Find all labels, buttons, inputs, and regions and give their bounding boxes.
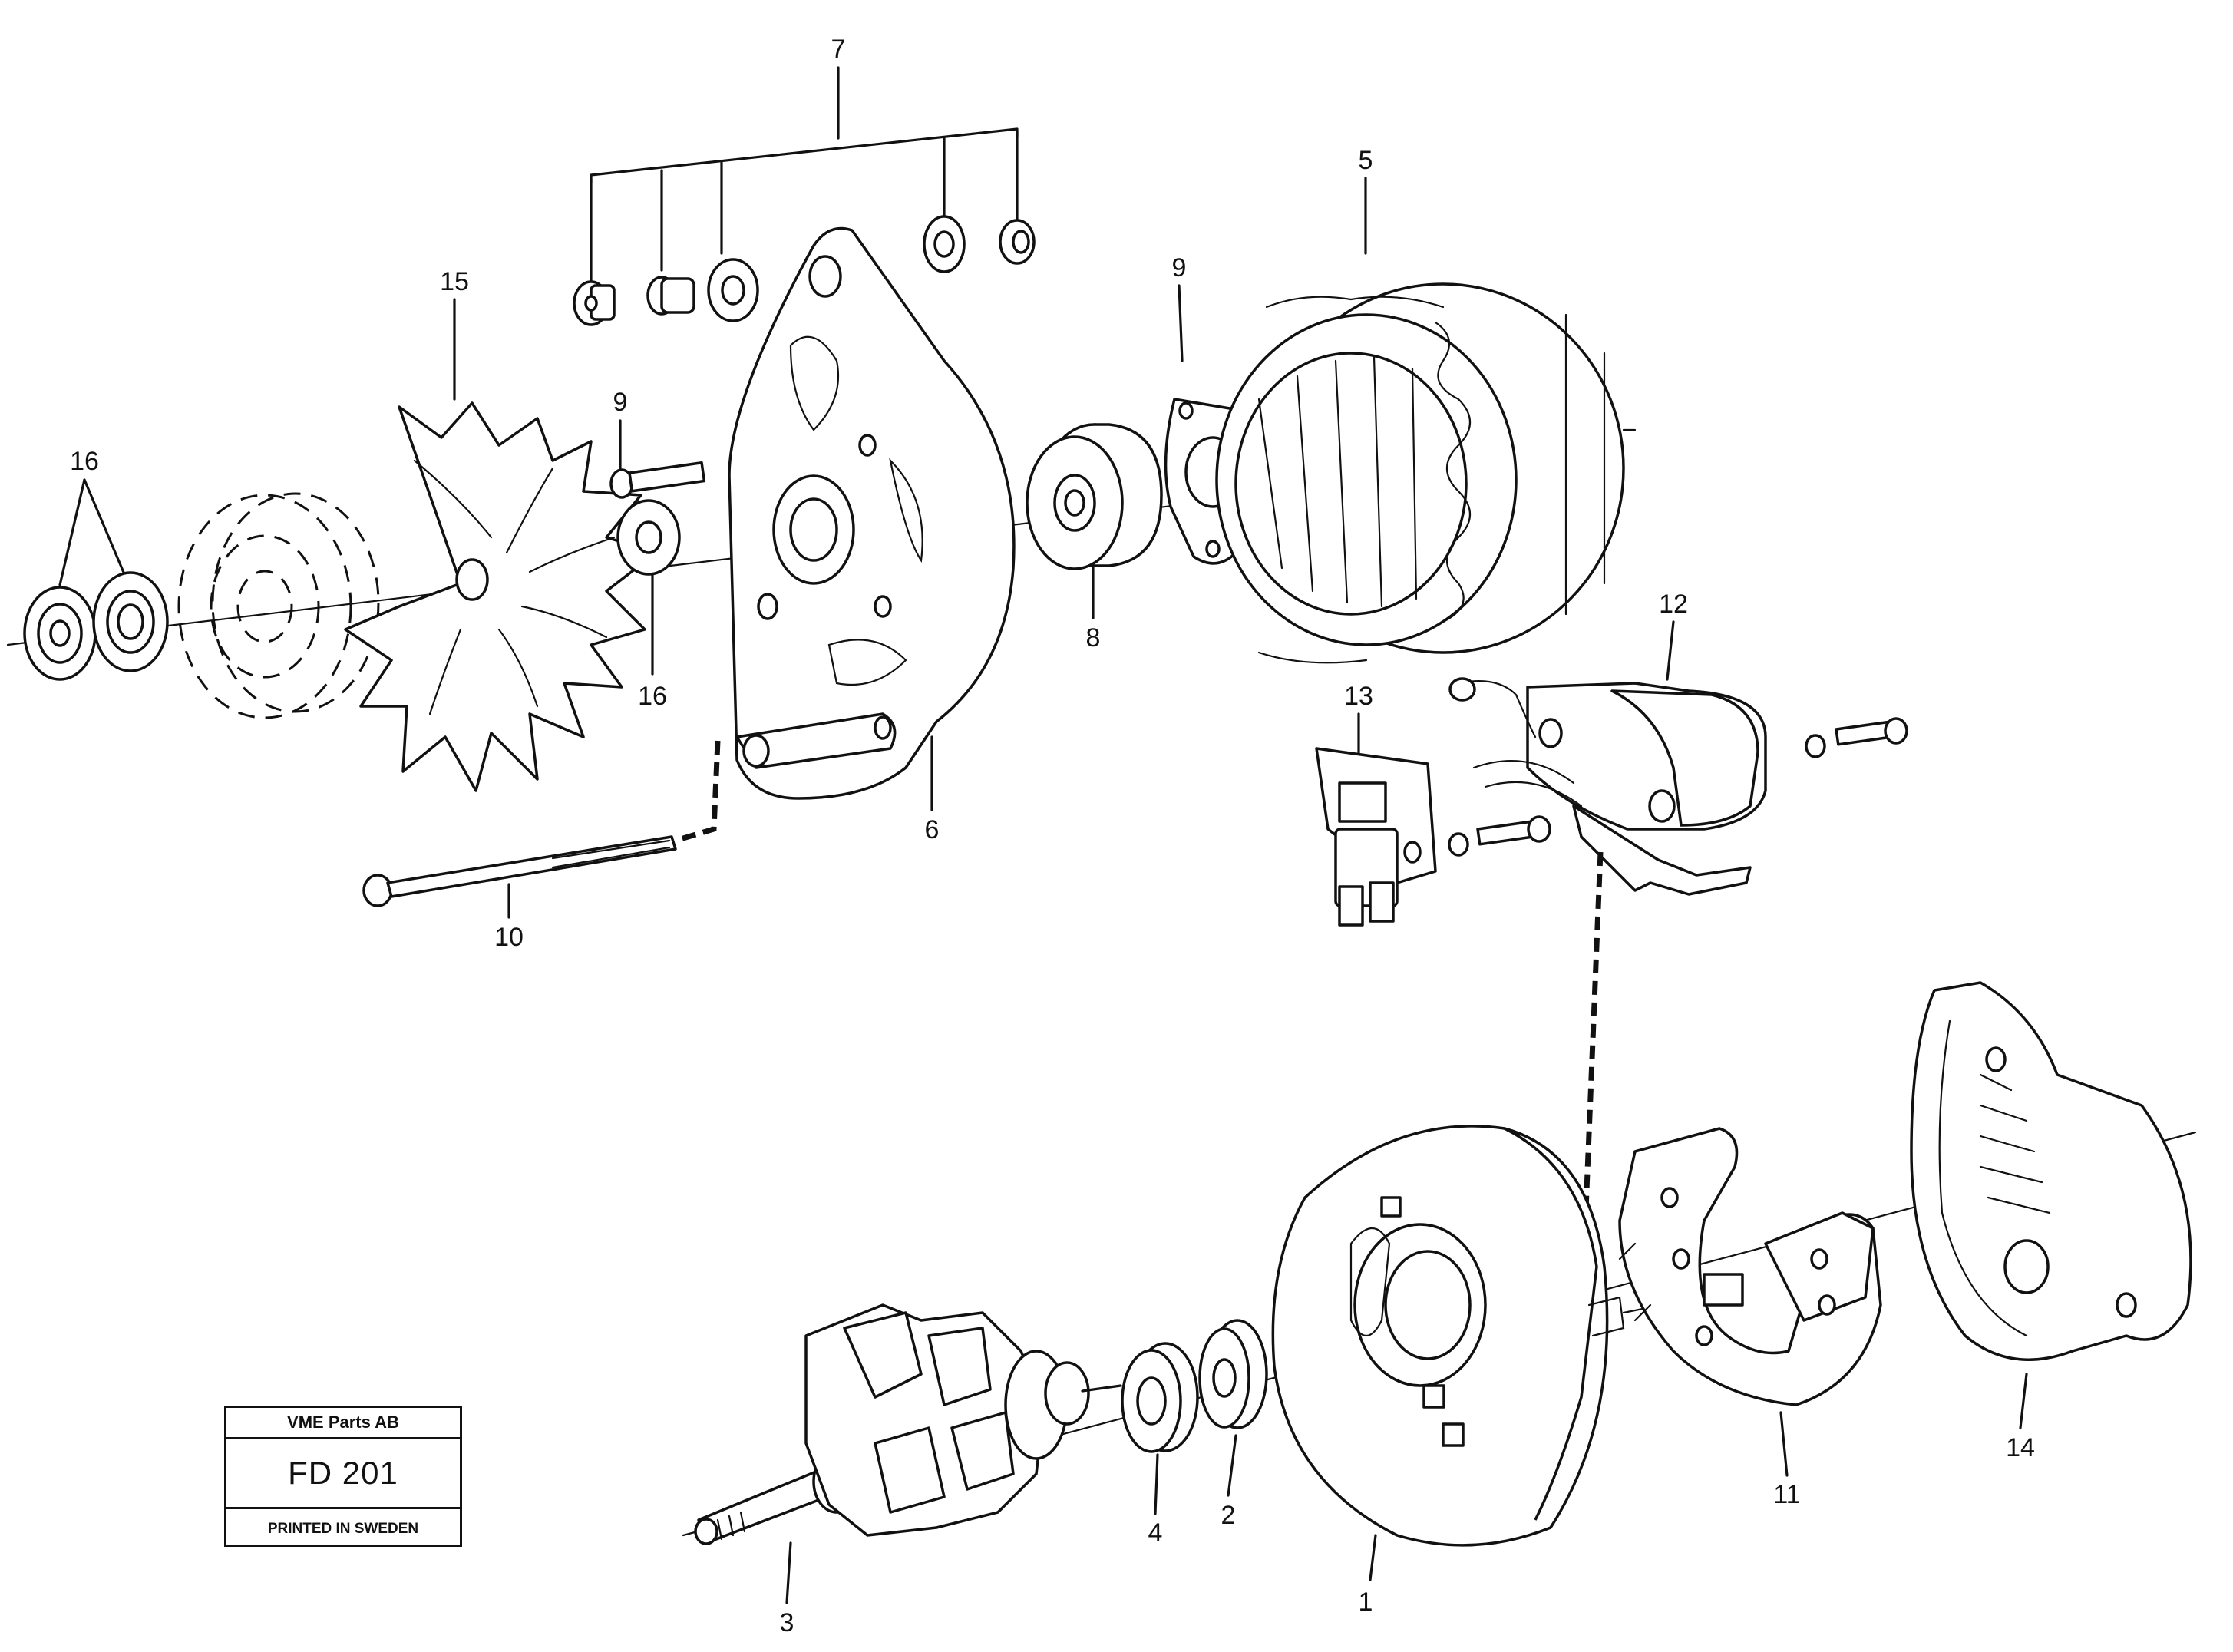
rectifier-11 <box>1618 1127 1882 1406</box>
callout-13: 13 <box>1344 682 1373 711</box>
parts-catalog-stamp: VME Parts AB FD 201 PRINTED IN SWEDEN <box>224 1406 462 1547</box>
callout-15: 15 <box>440 267 469 296</box>
slip-ring-housing-1 <box>1271 1125 1644 1547</box>
leader-lines <box>58 66 2028 1604</box>
assembly-axis-lines <box>6 481 2197 1537</box>
bushing-set-7 <box>573 215 1036 326</box>
callout-8: 8 <box>1086 623 1101 653</box>
callout-1: 1 <box>1359 1588 1373 1617</box>
stamp-code: FD 201 <box>226 1439 460 1509</box>
callout-10: 10 <box>494 923 524 952</box>
bearing-8 <box>1026 423 1163 570</box>
callout-12: 12 <box>1659 590 1688 619</box>
callout-5: 5 <box>1359 146 1373 175</box>
drive-end-bracket-6 <box>728 226 1016 800</box>
stator-5 <box>1215 282 1637 664</box>
callout-11: 11 <box>1773 1480 1800 1509</box>
through-bolt-10 <box>362 740 721 907</box>
stamp-printed: PRINTED IN SWEDEN <box>267 1521 419 1537</box>
screw-regulator-right <box>1805 717 1908 758</box>
callout-4: 4 <box>1148 1518 1163 1548</box>
callout-9-lower: 9 <box>613 388 628 417</box>
rear-cover-14 <box>1910 981 2192 1361</box>
nut-16 <box>23 586 97 681</box>
terminal-plug-13 <box>1315 747 1437 927</box>
fan-15 <box>344 401 658 792</box>
washer-16 <box>92 571 169 672</box>
callout-16-right: 16 <box>638 682 667 711</box>
stamp-company: VME Parts AB <box>226 1408 460 1439</box>
callout-16-left: 16 <box>70 447 99 476</box>
screw-9 <box>609 461 706 499</box>
pulley-phantom <box>177 492 380 719</box>
rotor-3 <box>694 1303 1122 1545</box>
washer-16-right <box>616 499 681 576</box>
callout-9-upper: 9 <box>1172 253 1187 282</box>
regulator-12 <box>1448 677 1767 896</box>
callout-2: 2 <box>1221 1501 1236 1530</box>
callout-14: 14 <box>2006 1433 2035 1462</box>
bearing-4 <box>1121 1342 1199 1453</box>
callout-7: 7 <box>831 35 846 64</box>
spacer-ring-2 <box>1198 1319 1268 1429</box>
callout-6: 6 <box>925 815 940 844</box>
screw-regulator-left <box>1448 815 1551 857</box>
regulator-link-dashed <box>1582 851 1604 1229</box>
callout-3: 3 <box>780 1608 794 1637</box>
